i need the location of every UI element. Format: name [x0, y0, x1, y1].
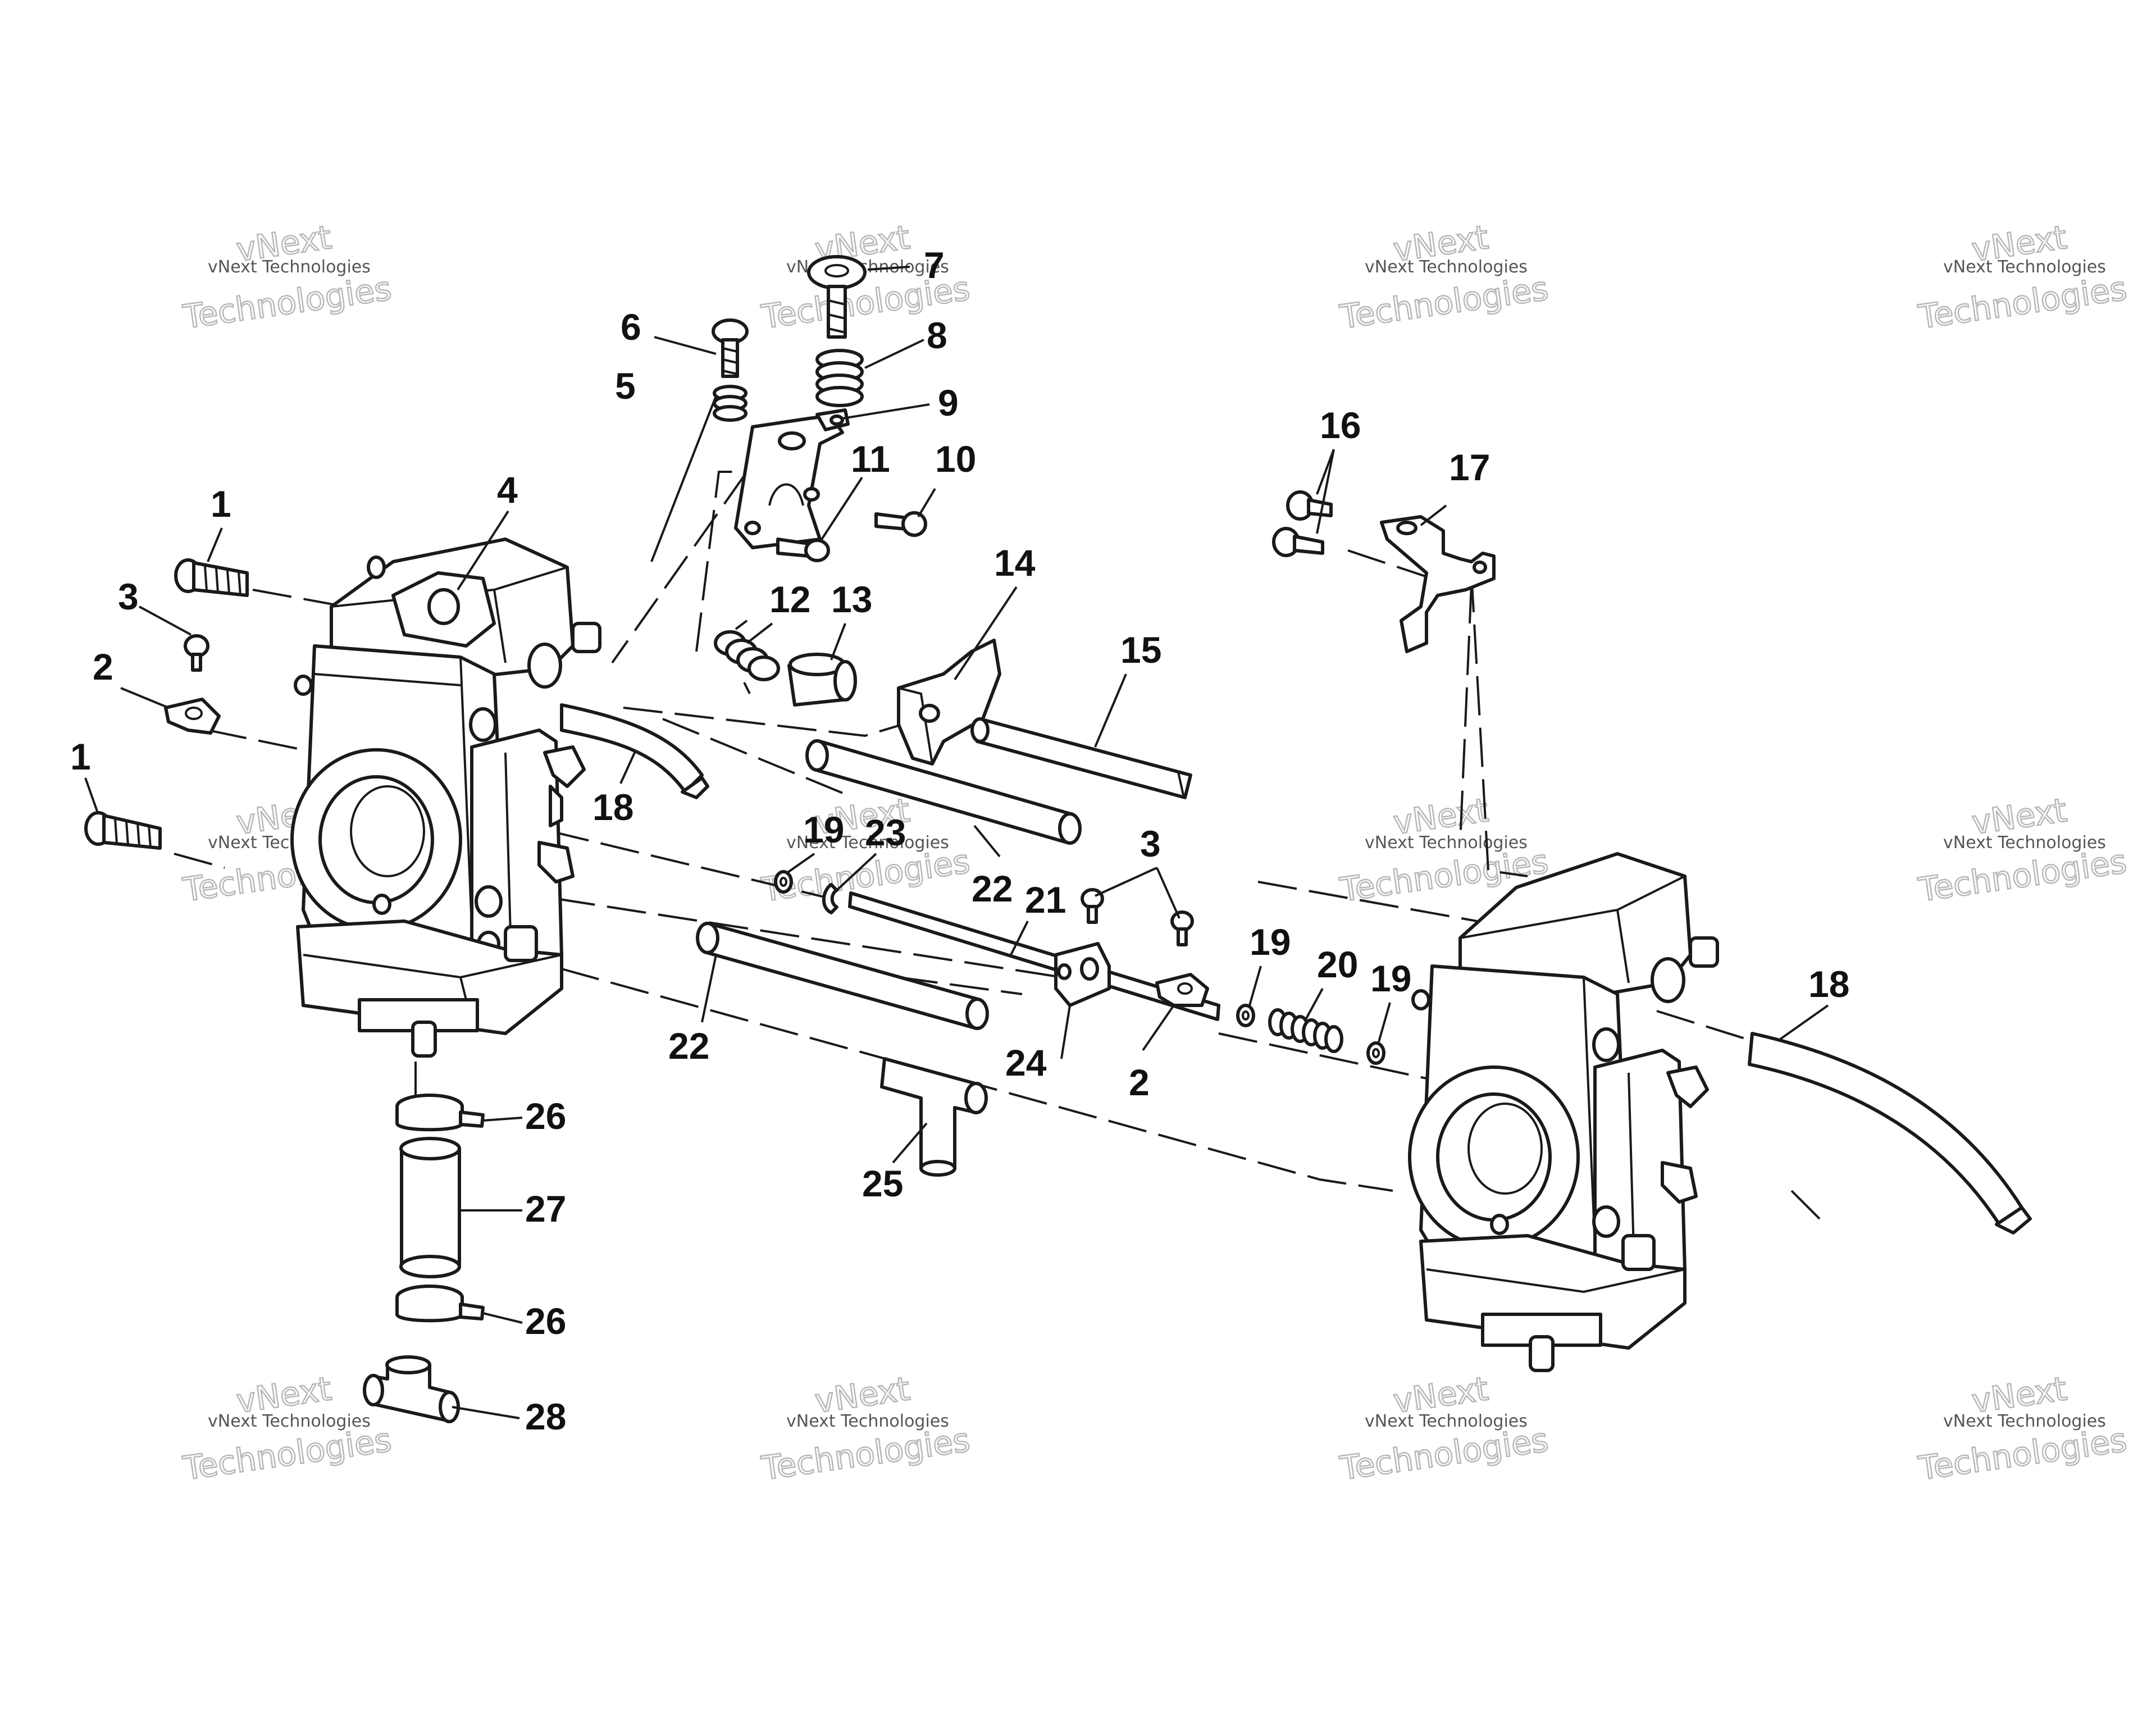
watermark-small-text: vNext Technologies: [1943, 833, 2106, 853]
part-16-screws: [1272, 490, 1333, 557]
callout-12: 12: [769, 579, 810, 620]
part-10-screw: [874, 511, 927, 537]
part-11-screw: [776, 538, 830, 562]
callout-2-center: 2: [1129, 1062, 1150, 1103]
part-22-upper-rod: [805, 739, 1082, 845]
callout-26-upper: 26: [525, 1095, 566, 1137]
callout-15: 15: [1120, 629, 1161, 671]
callout-3-center: 3: [1140, 823, 1161, 864]
watermark-small-text: vNext Technologies: [1365, 833, 1528, 853]
part-24-collar: [1054, 942, 1111, 1007]
callout-22-lower: 22: [668, 1025, 709, 1067]
callout-19-center: 19: [1250, 921, 1291, 963]
watermark-big-bottom-text: Technologies: [181, 269, 394, 336]
part-3-screw-b: [1170, 910, 1194, 946]
callout-4: 4: [497, 469, 518, 511]
part-13-bushing: [787, 653, 857, 707]
callout-25: 25: [862, 1163, 903, 1204]
watermark-big-bottom-text: Technologies: [1916, 269, 2129, 336]
right-carburetor: [1408, 852, 2032, 1372]
part-8-spring: [815, 349, 864, 407]
part-1-lower-screw: [84, 811, 162, 850]
callout-3-left: 3: [118, 576, 139, 617]
callout-21: 21: [1025, 879, 1066, 921]
part-15-shaft: [970, 717, 1192, 799]
part-1-upper-screw: [174, 558, 249, 597]
callout-18-left: 18: [592, 786, 633, 828]
part-9-bracket: [734, 408, 850, 549]
watermark-small-text: vNext Technologies: [786, 1411, 949, 1431]
part-25-tee-fitting: [880, 1057, 988, 1177]
part-23-clip: [822, 883, 838, 914]
left-carburetor: [290, 538, 709, 1058]
callout-22-upper: 22: [972, 868, 1013, 909]
callout-27: 27: [525, 1188, 566, 1229]
part-26-lower-clamp: [395, 1285, 485, 1323]
callout-19-right: 19: [1370, 958, 1411, 999]
watermark-small-text: vNext Technologies: [1365, 1411, 1528, 1431]
callout-9: 9: [938, 382, 959, 423]
callout-16: 16: [1320, 404, 1361, 446]
part-27-hose: [399, 1137, 461, 1278]
callout-26-lower: 26: [525, 1300, 566, 1342]
callout-13: 13: [831, 579, 872, 620]
part-17-bracket: [1380, 515, 1496, 653]
part-14-lever: [897, 639, 1001, 766]
part-19-washer-left: [774, 870, 793, 894]
watermark-small-text: vNext Technologies: [1943, 257, 2106, 277]
callout-24: 24: [1005, 1042, 1047, 1083]
part-3-small-screw: [184, 634, 209, 672]
part-20-spring: [1268, 1008, 1343, 1053]
callout-23: 23: [865, 812, 906, 853]
watermark-small-text: vNext Technologies: [786, 833, 949, 853]
callout-8: 8: [927, 315, 947, 356]
callout-20: 20: [1317, 944, 1358, 985]
callout-14: 14: [994, 542, 1036, 584]
callout-17: 17: [1449, 447, 1490, 488]
watermark-big-bottom-text: Technologies: [1338, 269, 1551, 336]
callout-7: 7: [924, 244, 945, 286]
leader-lines: [84, 266, 1829, 1419]
watermark-small-text: vNext Technologies: [208, 1411, 371, 1431]
callout-19-left: 19: [803, 809, 844, 850]
part-28-tee-fitting: [363, 1355, 460, 1423]
part-5-spring: [713, 385, 747, 422]
callout-18-right: 18: [1808, 963, 1849, 1005]
part-19-washer-center: [1236, 1004, 1255, 1027]
part-7-screw: [807, 255, 867, 339]
part-2-clamp-center: [1155, 973, 1209, 1007]
watermark-small-text: vNext Technologies: [1365, 257, 1528, 277]
part-2-clamp: [164, 698, 221, 735]
callout-1-lower: 1: [70, 736, 91, 777]
part-22-lower-rod: [696, 922, 989, 1030]
callout-2-left: 2: [93, 646, 113, 687]
callout-28: 28: [525, 1396, 566, 1437]
callout-6: 6: [621, 306, 641, 348]
part-19-washer-right: [1366, 1041, 1385, 1065]
callout-10: 10: [935, 438, 976, 480]
part-6-screw: [712, 318, 749, 378]
callout-labels: 1 1 3 2 4 6 5 7 8 9 11 10 12 13 14 15 16…: [70, 244, 1849, 1437]
part-12-spring: [714, 620, 780, 694]
watermark-small-text: vNext Technologies: [208, 257, 371, 277]
watermark-small-text: vNext Technologies: [1943, 1411, 2106, 1431]
part-26-upper-clamp: [395, 1094, 485, 1132]
callout-5: 5: [615, 365, 636, 407]
callout-1-upper: 1: [211, 483, 231, 525]
callout-11: 11: [851, 438, 890, 480]
